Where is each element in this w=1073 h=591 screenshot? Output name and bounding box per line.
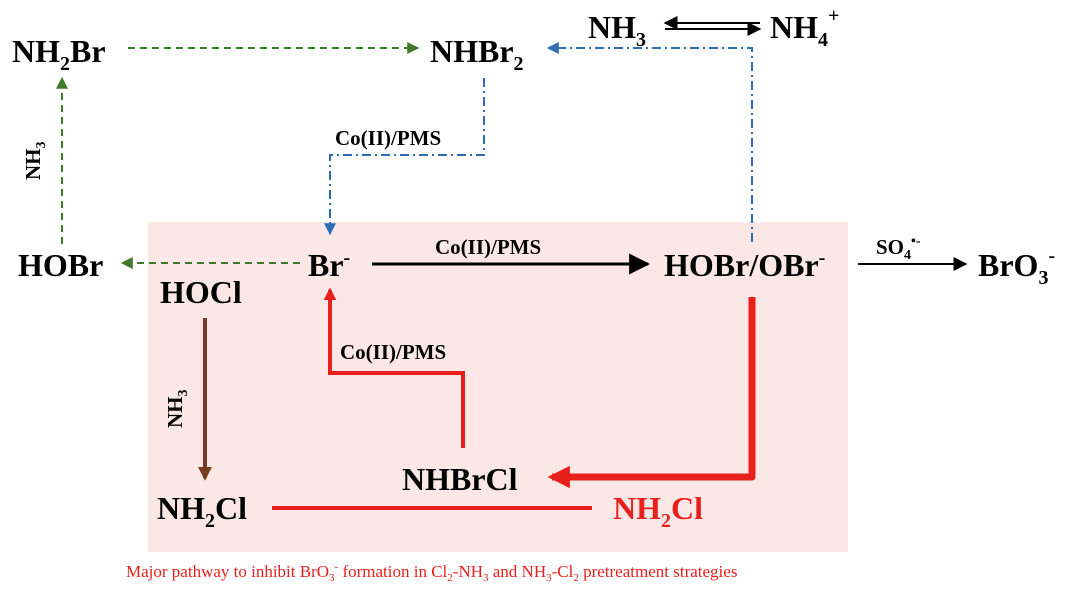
figure-caption: Major pathway to inhibit BrO3- formation… — [126, 561, 737, 584]
species-nh2br: NH2Br — [12, 33, 106, 75]
species-nh4: NH4+ — [770, 5, 839, 51]
species-br-minus: Br- — [308, 247, 350, 283]
arrow-nhbr2-to-br — [324, 78, 485, 236]
highlight-region — [148, 222, 848, 552]
label-co-pms-upper: Co(II)/PMS — [335, 126, 441, 150]
species-nhbrcl: NHBrCl — [402, 461, 518, 497]
species-nh3: NH3 — [588, 9, 646, 51]
species-nh2cl-left: NH2Cl — [157, 490, 247, 532]
label-nh3-vertical-left: NH3 — [21, 142, 49, 181]
arrow-hobr-obr-to-nhbrcl — [547, 297, 756, 489]
species-nhbr2: NHBr2 — [430, 33, 524, 75]
arrow-hobr-obr-to-nhbr2 — [546, 42, 753, 242]
species-nh2cl-right: NH2Cl — [613, 490, 703, 532]
label-nh3-vertical-mid: NH3 — [163, 390, 191, 429]
arrow-nhbrcl-to-br — [323, 287, 465, 448]
label-so4-radical: SO4•- — [876, 234, 921, 263]
label-co-pms-lower: Co(II)/PMS — [340, 340, 446, 364]
species-hobr-obr: HOBr/OBr- — [664, 247, 825, 283]
species-bro3: BrO3- — [978, 245, 1055, 289]
species-hocl: HOCl — [160, 274, 242, 310]
species-hobr: HOBr — [18, 247, 103, 283]
label-co-pms-middle: Co(II)/PMS — [435, 235, 541, 259]
